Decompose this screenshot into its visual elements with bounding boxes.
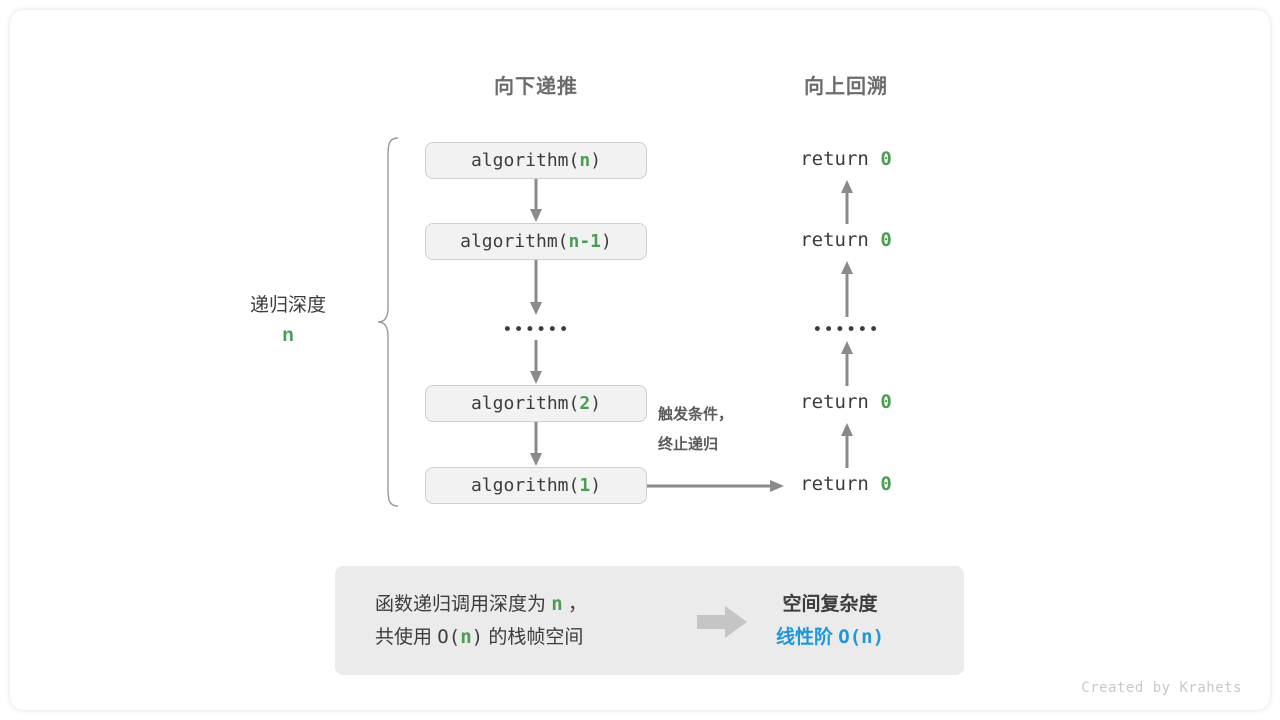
return-value-1: 0: [880, 148, 892, 170]
column-header-backtrack-up: 向上回溯: [804, 76, 888, 98]
depth-brace: [377, 137, 399, 507]
call-box-1-arg: n: [579, 150, 591, 171]
recursion-depth-value: n: [282, 325, 294, 346]
terminate-note-line1: 触发条件，: [658, 406, 734, 423]
call-box-2-arg: n-1: [568, 231, 602, 252]
call-box-3-close: ): [590, 393, 602, 414]
call-box-1-close: ): [590, 150, 602, 171]
arrow-up-3: [841, 341, 853, 386]
summary-complexity-order: 线性阶: [775, 627, 833, 648]
summary-right-text: 空间复杂度 线性阶 O(n): [735, 588, 925, 654]
return-row-3: return 0: [735, 391, 957, 413]
call-box-3-arg: 2: [579, 393, 591, 414]
call-box-2-name: algorithm(: [460, 231, 569, 252]
summary-left-line1-n: n: [551, 593, 563, 615]
diagram-card: 向下递推 向上回溯 递归深度 n algorithm(n) algorithm(…: [10, 10, 1270, 710]
summary-left-line2-n: n: [460, 626, 472, 648]
summary-complexity-bigo: O(n): [838, 626, 885, 648]
summary-left-line1-b: ，: [568, 594, 588, 615]
call-box-4-close: ): [590, 475, 602, 496]
arrow-right-terminate: [647, 480, 784, 492]
summary-complexity-title: 空间复杂度: [782, 594, 878, 615]
terminate-note: 触发条件， 终止递归: [658, 400, 733, 460]
call-box-4: algorithm(1): [425, 467, 647, 504]
call-box-3-name: algorithm(: [470, 393, 580, 414]
arrow-up-4: [841, 423, 853, 468]
summary-complexity-value: 线性阶 O(n): [735, 621, 925, 654]
call-box-4-arg: 1: [579, 475, 591, 496]
return-row-2: return 0: [735, 229, 957, 251]
return-row-4: return 0: [735, 473, 957, 495]
summary-left-line1: 函数递归调用深度为 n ，: [375, 588, 587, 621]
column-header-recurse-down: 向下递推: [494, 76, 578, 98]
return-keyword-3: return: [800, 391, 869, 413]
call-box-1-name: algorithm(: [470, 150, 580, 171]
recursion-depth-title: 递归深度: [250, 295, 327, 316]
ellipsis-up: ••••••: [812, 320, 880, 340]
arrow-down-4: [530, 422, 542, 466]
return-keyword-1: return: [800, 148, 869, 170]
return-keyword-4: return: [800, 473, 869, 495]
summary-left-line1-a: 函数递归调用深度为: [375, 594, 547, 615]
call-box-1: algorithm(n): [425, 142, 647, 179]
call-box-2-close: ): [601, 231, 612, 252]
return-keyword-2: return: [800, 229, 869, 251]
arrow-up-1: [841, 180, 853, 224]
ellipsis-down: ••••••: [502, 320, 570, 340]
summary-left-text: 函数递归调用深度为 n ， 共使用 O(n) 的栈帧空间: [375, 588, 587, 654]
terminate-note-line2: 终止递归: [658, 436, 719, 453]
return-value-4: 0: [880, 473, 892, 495]
call-box-4-name: algorithm(: [470, 475, 580, 496]
arrow-down-3: [530, 340, 542, 384]
recursion-depth-label: 递归深度 n: [250, 291, 326, 351]
summary-left-line2-b: 的栈帧空间: [488, 627, 584, 648]
arrow-up-2: [841, 261, 853, 317]
summary-left-line2-a: 共使用: [375, 627, 433, 648]
call-box-3: algorithm(2): [425, 385, 647, 422]
return-row-1: return 0: [735, 148, 957, 170]
return-value-2: 0: [880, 229, 892, 251]
summary-panel: 函数递归调用深度为 n ， 共使用 O(n) 的栈帧空间 空间复杂度 线性阶 O…: [335, 566, 964, 675]
arrow-down-2: [530, 260, 542, 315]
summary-left-line2-close: ): [471, 626, 484, 648]
arrow-down-1: [530, 179, 542, 222]
return-value-3: 0: [880, 391, 892, 413]
summary-left-line2-o: O(: [437, 626, 461, 648]
summary-left-line2: 共使用 O(n) 的栈帧空间: [375, 621, 587, 654]
credit-text: Created by Krahets: [1081, 680, 1242, 696]
call-box-2: algorithm(n-1): [425, 223, 647, 260]
implies-arrow-icon: [697, 606, 747, 638]
